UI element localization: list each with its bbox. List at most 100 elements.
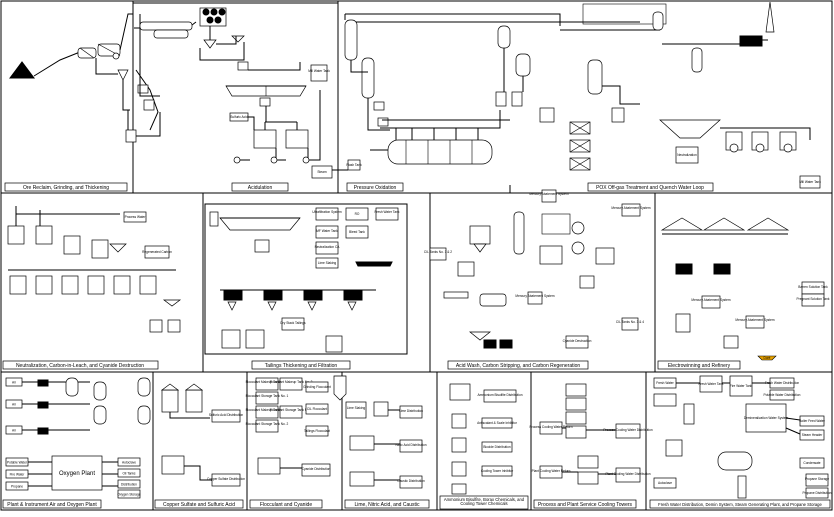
label-boiler: Boiler Feed Water xyxy=(799,419,826,423)
quench-vessel xyxy=(587,59,603,95)
label-steam: Steam xyxy=(317,170,327,174)
label-ammonium-bisulfite: Ammonium Bisulfite Distribution xyxy=(478,393,523,397)
section-title-lime: Lime, Nitric Acid, and Caustic xyxy=(354,502,420,508)
label-floc-5: Flocculant Makeup Tank No. 3 xyxy=(270,380,313,384)
label-process-cooling-dist: Process Cooling Water Distribution xyxy=(603,428,653,432)
label-cyanide-destruction: Cyanide Destruction xyxy=(563,339,592,343)
label-propane-dist: Propane Distribution xyxy=(803,491,832,495)
label-sulfuric-acid: Sulfuric Acid xyxy=(230,115,248,119)
cooling-area: Process Cooling Water Return Process Coo… xyxy=(530,383,653,485)
section-title-acidulation: Acidulation xyxy=(248,185,273,191)
label-nitric-acid: Nitric Acid Distribution xyxy=(396,443,427,447)
label-lime-distribution: Lime Distribution xyxy=(399,409,423,413)
label-cil-floc: CIL Flocculant xyxy=(307,407,327,411)
label-ultrafiltration: Ultrafiltration System xyxy=(312,210,342,214)
label-mf-water-tank: MF Water Tank xyxy=(316,229,338,233)
label-fresh-water-tank: Fresh Water Tank xyxy=(375,210,400,214)
section-title-tailings: Tailings Thickening and Filtration xyxy=(265,363,338,369)
label-floc-4: Flocculant Storage Tank No. 2 xyxy=(246,422,289,426)
label-fresh-water: Fresh Water xyxy=(656,381,674,385)
label-fresh-water-tank-2: Fresh Water Tank xyxy=(699,382,724,386)
section-title-ammonium: Ammonium Bisulfite, Borax Chemicals, and… xyxy=(443,496,525,507)
cyclone-icon xyxy=(117,69,129,81)
acidulation-area: Mill Water Tank Sulfuric Acid xyxy=(134,7,330,164)
label-fire-water: Fire Water xyxy=(10,473,26,477)
label-antiscalant-2: Biocide Distribution xyxy=(483,445,511,449)
acidulation-tank-2 xyxy=(285,129,309,149)
electrowinning-area: Mercury Abatement System Mercury Abateme… xyxy=(611,203,830,361)
plant-air-area: Air Air Air Potable Water Fire Water Pro… xyxy=(5,377,151,499)
section-titles: Ore Reclaim, Grinding, and Thickening Ac… xyxy=(2,182,831,510)
label-mercury-abatement-4: Mercury Abatement System xyxy=(691,298,730,302)
label-cyanide-distribution: Cyanide Distribution xyxy=(302,467,331,471)
ammonium-area: Ammonium Bisulfite Distribution Antiscal… xyxy=(449,383,523,495)
section-title-acidwash: Acid Wash, Carbon Stripping, and Carbon … xyxy=(456,363,581,369)
preheater-1 xyxy=(344,19,358,61)
label-oxygen-plant: Oxygen Plant xyxy=(59,471,95,477)
label-autoclave: Autoclave xyxy=(122,461,136,465)
offgas-area: Neutralization Mill Water Tank xyxy=(560,1,821,189)
label-mercury-abatement-3: Mercury Abatement System xyxy=(611,206,650,210)
label-pregnant-solution: Pregnant Solution Tank xyxy=(797,297,830,301)
section-title-plantair: Plant & Instrument Air and Oxygen Plant xyxy=(7,502,97,508)
label-potable-water: Potable Water xyxy=(7,461,28,465)
label-mercury-abatement-5: Mercury Abatement System xyxy=(735,318,774,322)
label-barren-solution: Barren Solution Tank xyxy=(798,285,828,289)
label-mill-water-tank: Mill Water Tank xyxy=(308,69,330,73)
label-air-3: Air xyxy=(12,429,17,433)
section-title-cooling: Process and Plant Service Cooling Towers xyxy=(538,502,633,508)
label-copper-sulfate-distribution: Copper Sulfate Distribution xyxy=(207,477,245,481)
label-plant-cooling-dist: Plant Cooling Water Distribution xyxy=(605,472,650,476)
scrubber-icon xyxy=(139,21,193,31)
label-oxygen-storage: Oxygen Storage xyxy=(117,493,140,497)
stack-icon xyxy=(765,1,775,33)
thickener-feed-tank xyxy=(125,129,137,143)
label-cil-tanks-2: CIL Tanks No. 3 & 4 xyxy=(616,320,644,324)
label-caustic-distribution: Caustic Distribution xyxy=(397,479,425,483)
label-ro: RO xyxy=(355,212,360,216)
label-dore: Doré xyxy=(764,356,771,360)
label-lime-slaking-2: Lime Slaking xyxy=(347,406,365,410)
section-title-flocculant: Flocculant and Cyanide xyxy=(260,502,312,508)
label-neutralization-ca: Neutralization CA xyxy=(315,245,341,249)
section-title-offgas: POX Off-gas Treatment and Quench Water L… xyxy=(596,185,704,191)
section-title-neutralization: Neutralization, Carbon-in-Leach, and Cya… xyxy=(16,363,144,369)
acidwash-area: CIL Tanks No. 1 & 2 Mercury Abatement Sy… xyxy=(424,189,644,349)
lime-area: Lime Slaking Lime Distribution Nitric Ac… xyxy=(333,375,427,489)
label-air-2: Air xyxy=(12,403,17,407)
label-steam-header: Steam Header xyxy=(802,433,823,437)
section-title-copper: Copper Sulfate and Sulfuric Acid xyxy=(163,502,235,508)
label-floc-1: Flocculant Makeup Tank No. 1 xyxy=(246,380,289,384)
label-bleed-tank: Bleed Tank xyxy=(349,230,365,234)
label-dry-stack: Dry Stack Tailings xyxy=(280,321,306,325)
freshwater-area: Fresh Water Fresh Water Tank Fire Water … xyxy=(653,375,832,499)
label-process-water: Process Water xyxy=(125,215,147,219)
dore-bar-icon xyxy=(757,355,777,361)
label-autoclave-2: Autoclave xyxy=(658,481,672,485)
autoclave-vessel xyxy=(387,139,493,165)
blower-icon xyxy=(739,35,763,47)
label-thickening-floc: Grinding Flocculant xyxy=(303,385,331,389)
label-distribution: Distribution xyxy=(121,483,137,487)
section-title-ore: Ore Reclaim, Grinding, and Thickening xyxy=(23,185,109,191)
label-demin-plant: Demineralization Water System xyxy=(744,416,789,420)
label-propane: Propane xyxy=(11,485,23,489)
label-condensate: Condensate xyxy=(803,461,820,465)
section-title-electro: Electrowinning and Refinery xyxy=(668,363,731,369)
label-oil-tanks: Oil Tanks xyxy=(122,472,135,476)
neutralization-cil-area: Process Water Regenerated Carbon xyxy=(7,206,182,333)
label-neutralization: Neutralization xyxy=(677,153,697,157)
tailings-area: Ultrafiltration System RO Fresh Water Ta… xyxy=(209,207,400,353)
preheater-2 xyxy=(361,57,375,99)
pox-area: Flash Tank Steam xyxy=(311,13,640,179)
label-potable-water-2: Potable Water Distribution xyxy=(764,393,801,397)
label-mill-water-tank-2: Mill Water Tank xyxy=(799,180,821,184)
section-title-pox: Pressure Oxidation xyxy=(354,185,397,191)
ore-stockpile-icon xyxy=(9,61,35,79)
ore-reclaim-area xyxy=(9,13,161,143)
label-plant-cooling-return: Plant Cooling Water Return xyxy=(532,469,571,473)
label-tailings-floc: Tailings Flocculant xyxy=(304,429,330,433)
label-fire-water-tank: Fire Water Tank xyxy=(730,384,753,388)
label-process-cooling-return: Process Cooling Water Return xyxy=(530,425,573,429)
